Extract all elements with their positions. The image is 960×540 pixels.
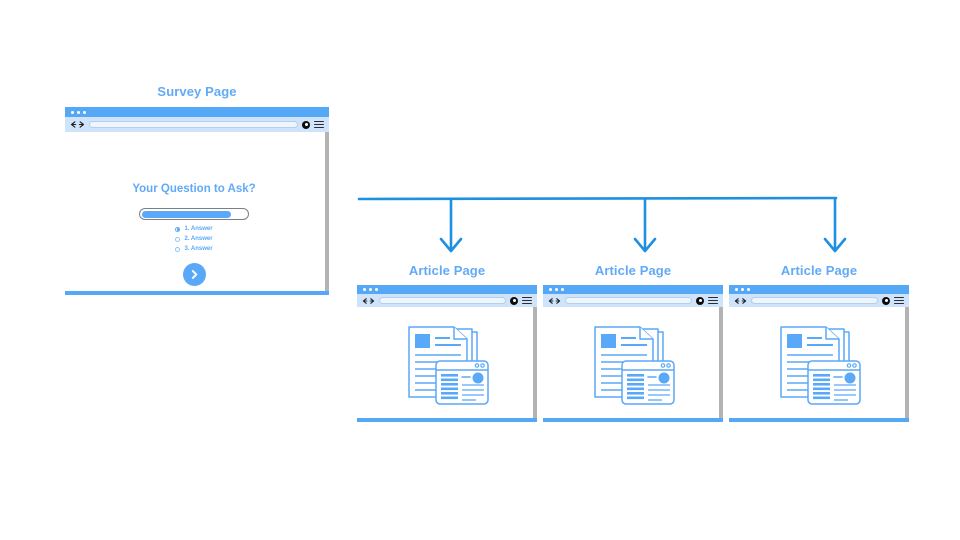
survey-window-body: Your Question to Ask? 1. Answer 2. Answe… [65, 132, 329, 295]
survey-options-list: 1. Answer 2. Answer 3. Answer [175, 225, 213, 254]
connector-lines [357, 196, 847, 253]
arrow-down-icon [633, 198, 657, 253]
survey-option-label: 3. Answer [184, 246, 213, 252]
window-bottom-bar [357, 418, 537, 422]
hamburger-menu-icon[interactable] [522, 296, 532, 305]
window-bottom-bar [729, 418, 909, 422]
survey-next-button[interactable] [182, 263, 206, 286]
window-dot-close[interactable] [549, 288, 552, 291]
nav-arrows[interactable] [362, 297, 375, 304]
survey-option-label: 1. Answer [184, 226, 213, 232]
window-dot-minimize[interactable] [741, 288, 744, 291]
article-page-label-3: Article Page [780, 263, 858, 278]
account-circle-icon[interactable] [696, 296, 704, 305]
radio-icon-selected[interactable] [175, 227, 181, 232]
article-window-body [357, 307, 537, 422]
vertical-scrollbar[interactable] [719, 307, 723, 422]
radio-icon[interactable] [175, 247, 181, 252]
survey-option-3[interactable]: 3. Answer [175, 245, 213, 254]
survey-option-label: 2. Answer [184, 236, 213, 242]
article-browser-window-3[interactable] [729, 285, 909, 422]
vertical-scrollbar[interactable] [325, 132, 329, 295]
browser-toolbar[interactable] [65, 117, 329, 132]
account-circle-icon[interactable] [882, 296, 890, 305]
window-titlebar[interactable] [543, 285, 723, 294]
window-titlebar[interactable] [65, 107, 329, 117]
hamburger-menu-icon[interactable] [894, 296, 904, 305]
article-browser-window-2[interactable] [543, 285, 723, 422]
browser-toolbar[interactable] [729, 294, 909, 307]
url-bar-input[interactable] [751, 297, 878, 304]
window-dot-maximize[interactable] [375, 288, 378, 291]
url-bar-input[interactable] [379, 297, 506, 304]
window-dot-maximize[interactable] [561, 288, 564, 291]
window-dot-minimize[interactable] [77, 110, 80, 114]
survey-input-fill [141, 210, 231, 218]
window-bottom-bar [65, 291, 329, 295]
browser-toolbar[interactable] [543, 294, 723, 307]
hamburger-menu-icon[interactable] [314, 120, 324, 129]
account-circle-icon[interactable] [302, 120, 310, 129]
arrow-right-icon [741, 297, 747, 304]
nav-arrows[interactable] [70, 121, 85, 128]
survey-question-title: Your Question to Ask? [132, 183, 256, 195]
radio-icon[interactable] [175, 237, 181, 242]
survey-option-2[interactable]: 2. Answer [175, 235, 213, 244]
arrow-left-icon [362, 297, 368, 304]
arrow-left-icon [70, 121, 77, 128]
vertical-scrollbar[interactable] [533, 307, 537, 422]
article-documents-icon [776, 324, 862, 406]
window-dot-minimize[interactable] [369, 288, 372, 291]
arrow-right-icon [78, 121, 85, 128]
url-bar-input[interactable] [89, 121, 298, 128]
browser-toolbar[interactable] [357, 294, 537, 307]
nav-arrows[interactable] [734, 297, 747, 304]
arrow-right-icon [369, 297, 375, 304]
window-dot-close[interactable] [363, 288, 366, 291]
article-window-body [729, 307, 909, 422]
window-titlebar[interactable] [729, 285, 909, 294]
article-window-body [543, 307, 723, 422]
article-documents-icon [590, 324, 676, 406]
window-dot-maximize[interactable] [83, 110, 86, 114]
window-titlebar[interactable] [357, 285, 537, 294]
nav-arrows[interactable] [548, 297, 561, 304]
article-browser-window-1[interactable] [357, 285, 537, 422]
survey-browser-window[interactable]: Your Question to Ask? 1. Answer 2. Answe… [65, 107, 329, 295]
survey-page-label: Survey Page [157, 84, 237, 99]
window-dot-close[interactable] [71, 110, 74, 114]
arrow-down-icon [823, 198, 847, 253]
window-dot-maximize[interactable] [747, 288, 750, 291]
article-page-label-2: Article Page [594, 263, 672, 278]
survey-answer-input[interactable] [139, 208, 249, 220]
url-bar-input[interactable] [565, 297, 692, 304]
article-page-label-1: Article Page [408, 263, 486, 278]
arrow-down-icon [439, 198, 463, 253]
article-documents-icon [404, 324, 490, 406]
branch-connector [355, 188, 855, 268]
window-dot-minimize[interactable] [555, 288, 558, 291]
survey-option-1[interactable]: 1. Answer [175, 225, 213, 234]
hamburger-menu-icon[interactable] [708, 296, 718, 305]
arrow-left-icon [548, 297, 554, 304]
window-dot-close[interactable] [735, 288, 738, 291]
arrow-left-icon [734, 297, 740, 304]
chevron-right-icon [191, 270, 197, 279]
arrow-right-icon [555, 297, 561, 304]
account-circle-icon[interactable] [510, 296, 518, 305]
window-bottom-bar [543, 418, 723, 422]
vertical-scrollbar[interactable] [905, 307, 909, 422]
